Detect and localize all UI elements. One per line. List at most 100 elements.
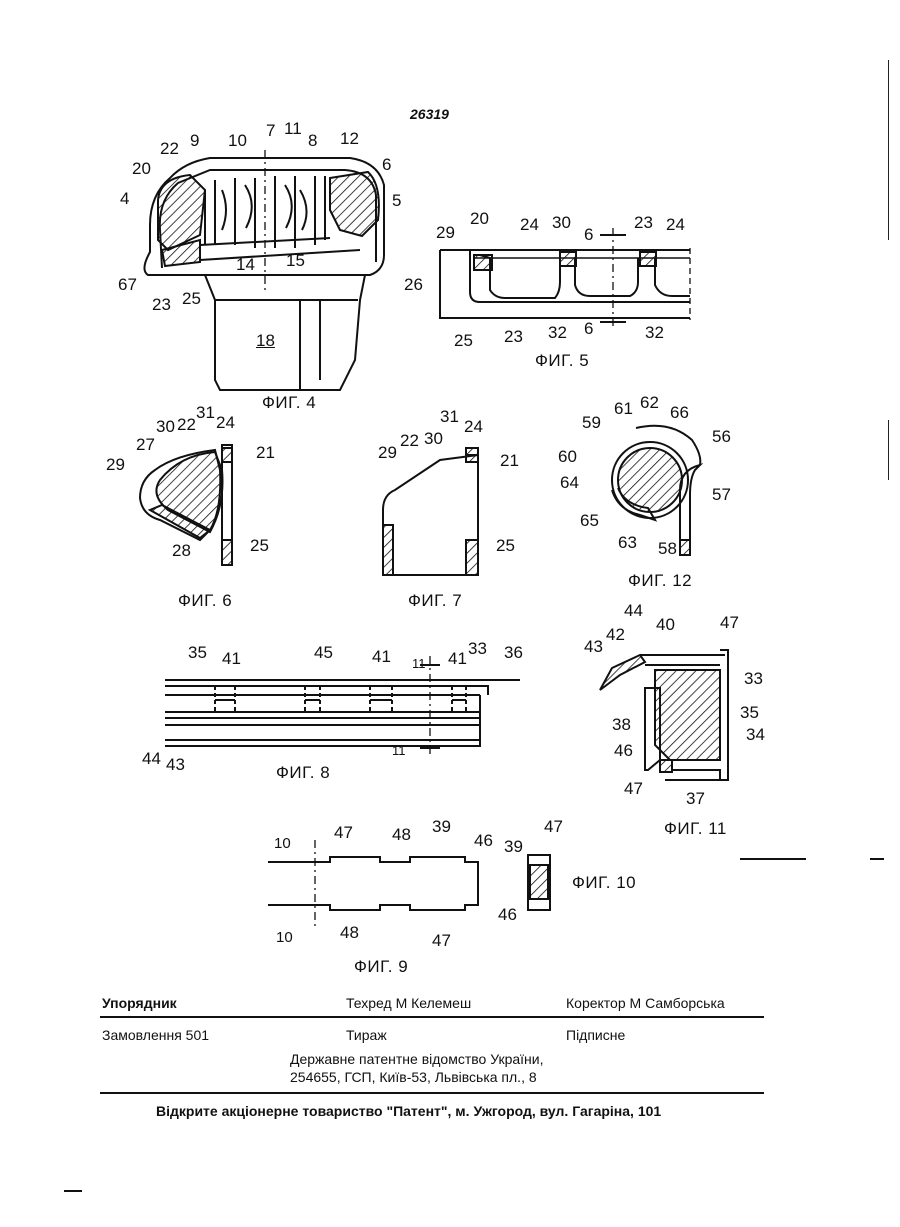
fig7-label: 22 [400, 432, 419, 449]
figure-8-drawing [165, 656, 520, 755]
fig11-label: 38 [612, 716, 631, 733]
fig7-label: 31 [440, 408, 459, 425]
fig8-label: 45 [314, 644, 333, 661]
fig11-label: 46 [614, 742, 633, 759]
fig7-label: 25 [496, 537, 515, 554]
footer-office-line2: 254655, ГСП, Київ-53, Львівська пл., 8 [290, 1070, 537, 1084]
fig8-label: 36 [504, 644, 523, 661]
fig8-label: 43 [166, 756, 185, 773]
fig12-label: 56 [712, 428, 731, 445]
fig12-label: 60 [558, 448, 577, 465]
fig6-label: 21 [256, 444, 275, 461]
fig9-label: 10 [274, 836, 291, 851]
fig5-label: 23 [504, 328, 523, 345]
fig6-label: 29 [106, 456, 125, 473]
fig4-label: 18 [256, 332, 275, 349]
fig10-label: 46 [498, 906, 517, 923]
fig11-label: 37 [686, 790, 705, 807]
fig5-label: 24 [520, 216, 539, 233]
fig11-label: 47 [624, 780, 643, 797]
fig11-label: 47 [720, 614, 739, 631]
fig4-label: 15 [286, 252, 305, 269]
footer-tech-editor: Техред М Келемеш [346, 996, 471, 1010]
fig5-label: 6 [584, 320, 593, 337]
fig12-label: 57 [712, 486, 731, 503]
fig5-caption: ФИГ. 5 [535, 352, 589, 369]
figure-10-drawing [528, 855, 550, 910]
fig5-label: 30 [552, 214, 571, 231]
footer-publisher: Відкрите акціонерне товариство "Патент",… [156, 1104, 661, 1118]
fig10-caption: ФИГ. 10 [572, 874, 636, 891]
fig5-label: 29 [436, 224, 455, 241]
fig4-label: 4 [120, 190, 129, 207]
fig7-label: 24 [464, 418, 483, 435]
scan-dash [870, 858, 884, 860]
fig4-label: 22 [160, 140, 179, 157]
fig5-label: 32 [645, 324, 664, 341]
fig6-label: 27 [136, 436, 155, 453]
fig4-label: 7 [266, 122, 275, 139]
fig9-caption: ФИГ. 9 [354, 958, 408, 975]
fig8-label: 11 [412, 657, 426, 670]
fig9-label: 46 [474, 832, 493, 849]
fig7-label: 30 [424, 430, 443, 447]
scan-dash [740, 858, 806, 860]
fig9-label: 47 [432, 932, 451, 949]
fig4-label: 6 [382, 156, 391, 173]
fig12-caption: ФИГ. 12 [628, 572, 692, 589]
figure-9-drawing [268, 840, 478, 930]
fig6-label: 28 [172, 542, 191, 559]
fig8-label: 44 [142, 750, 161, 767]
fig5-label: 26 [404, 276, 423, 293]
fig4-label: 5 [392, 192, 401, 209]
fig12-label: 65 [580, 512, 599, 529]
fig6-label: 24 [216, 414, 235, 431]
fig6-label: 30 [156, 418, 175, 435]
fig11-label: 43 [584, 638, 603, 655]
footer-print-run: Тираж [346, 1028, 387, 1042]
footer-compiler: Упорядник [102, 996, 177, 1010]
fig5-label: 24 [666, 216, 685, 233]
fig9-label: 47 [334, 824, 353, 841]
fig10-label: 39 [504, 838, 523, 855]
footer-office-line1: Державне патентне відомство України, [290, 1052, 544, 1066]
figure-4-drawing [144, 150, 384, 390]
figure-7-drawing [383, 448, 478, 575]
fig12-label: 61 [614, 400, 633, 417]
fig11-caption: ФИГ. 11 [664, 820, 727, 837]
fig6-label: 31 [196, 404, 215, 421]
fig9-label: 39 [432, 818, 451, 835]
fig11-label: 35 [740, 704, 759, 721]
fig5-label: 6 [584, 226, 593, 243]
fig4-label: 8 [308, 132, 317, 149]
fig5-label: 23 [634, 214, 653, 231]
fig11-label: 42 [606, 626, 625, 643]
fig11-label: 40 [656, 616, 675, 633]
fig4-label: 11 [284, 120, 302, 137]
fig12-label: 59 [582, 414, 601, 431]
fig4-label: 9 [190, 132, 199, 149]
fig4-label: 14 [236, 256, 255, 273]
fig7-caption: ФИГ. 7 [408, 592, 462, 609]
fig11-label: 33 [744, 670, 763, 687]
fig4-caption: ФИГ. 4 [262, 394, 316, 411]
footer-divider [100, 1092, 764, 1094]
fig8-caption: ФИГ. 8 [276, 764, 330, 781]
fig8-label: 41 [222, 650, 241, 667]
fig12-label: 63 [618, 534, 637, 551]
fig4-label: 67 [118, 276, 137, 293]
fig12-label: 64 [560, 474, 579, 491]
fig9-label: 10 [276, 930, 293, 945]
figure-5-drawing [440, 228, 690, 330]
fig6-caption: ФИГ. 6 [178, 592, 232, 609]
fig7-label: 29 [378, 444, 397, 461]
fig5-label: 20 [470, 210, 489, 227]
fig11-label: 34 [746, 726, 765, 743]
fig9-label: 48 [392, 826, 411, 843]
fig6-label: 25 [250, 537, 269, 554]
fig5-label: 25 [454, 332, 473, 349]
fig4-label: 23 [152, 296, 171, 313]
fig8-label: 33 [468, 640, 487, 657]
fig11-label: 44 [624, 602, 643, 619]
fig4-label: 25 [182, 290, 201, 307]
